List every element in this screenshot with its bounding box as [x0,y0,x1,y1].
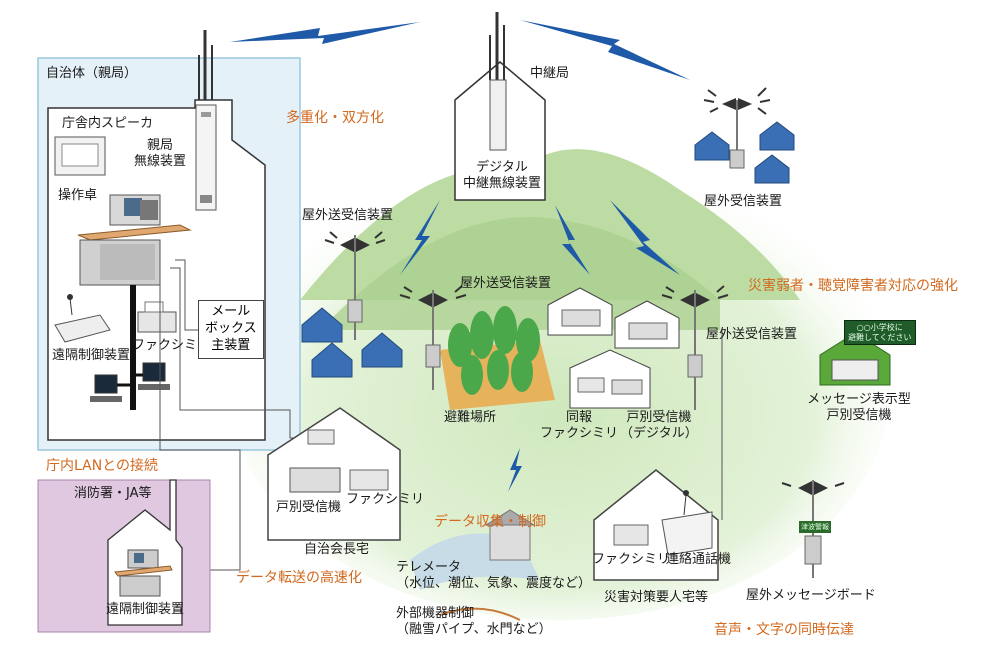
office-speaker-label: 庁舎内スピーカ [62,116,154,131]
feature-multiplex: 多重化・双方化 [286,110,384,126]
data-collection-art [410,509,540,621]
feature-vulnerable: 災害弱者・聴覚障害者対応の強化 [748,278,958,294]
message-household-label: メッセージ表示型 戸別受信機 [807,392,911,424]
cable-mailbox [175,259,198,331]
disaster-house-label: 災害対策要人宅等 [604,590,709,605]
digital-relay-label: デジタル 中継無線装置 [462,160,541,192]
fire-console-icon [114,549,173,597]
feature-high-speed: データ転送の高速化 [236,570,362,586]
outdoor-tx-2-label: 屋外送受信装置 [460,276,552,291]
parent-radio-label: 親局 無線装置 [134,138,187,170]
outdoor-tx-1 [324,231,386,340]
disaster-house [593,469,719,581]
fax-left-icon [137,301,177,333]
console-icon [77,194,192,286]
feature-voice-text: 音声・文字の同時伝達 [714,622,854,638]
evacuation-label: 避難場所 [444,410,497,425]
remote-control-fire-label: 遠隔制御装置 [106,602,185,617]
mailbox-label: メール ボックス 主装置 [198,300,264,359]
parent-radio-unit [195,104,217,211]
remote-control-icon [54,294,111,343]
chief-house-label: 自治会長宅 [304,542,370,557]
evacuation-trees [448,306,540,395]
radio-links [230,20,690,492]
message-sign: ○○小学校に 避難してください [844,320,916,346]
console-label: 操作卓 [58,188,98,203]
outdoor-tx-3 [661,285,729,410]
outdoor-board-label: 屋外メッセージボード [746,588,876,603]
parent-antenna [198,30,213,100]
board-sign: 津波警報 [799,521,831,533]
fax-disaster-label: ファクシミリ [592,552,671,567]
fax-chief-label: ファクシミリ [346,492,425,507]
outdoor-tx-1-label: 屋外送受信装置 [302,208,394,223]
relay-unit [489,79,507,151]
cable-fire [159,268,241,571]
fax-left-label: ファクシミリ [132,338,211,353]
feature-data-collection: データ収集・制御 [434,514,546,530]
computer-icons [90,362,170,402]
tx1-houses [301,307,403,378]
household-rx-digital-label: 戸別受信機 （デジタル） [620,410,698,442]
household-cards [547,287,680,409]
external-control-label: 外部機器制御 （融雪パイプ、水門など） [396,606,552,638]
outdoor-tx-3-label: 屋外送受信装置 [706,327,798,342]
outdoor-receiver [703,87,771,169]
household-rx-label: 戸別受信機 [276,500,342,515]
outdoor-rx-label: 屋外受信装置 [704,194,783,209]
outdoor-tx-2 [399,285,467,390]
remote-control-left-label: 遠隔制御装置 [52,348,131,363]
municipality-label: 自治体（親局） [46,66,138,81]
relay-station-label: 中継局 [530,66,570,81]
chief-devices [289,429,389,493]
outdoor-board [781,480,845,578]
outdoor-receiver-houses [694,121,795,184]
simultaneous-fax-label: 同報 ファクシミリ [540,410,619,442]
telemeter-label: テレメータ （水位、潮位、気象、震度など） [396,560,592,592]
disaster-devices [613,490,713,556]
fire-dept-label: 消防署・JA等 [74,486,152,501]
relay-antenna [489,12,505,80]
intercom-label: 連絡通話機 [666,552,732,567]
feature-lan: 庁内LANとの接続 [46,458,159,474]
